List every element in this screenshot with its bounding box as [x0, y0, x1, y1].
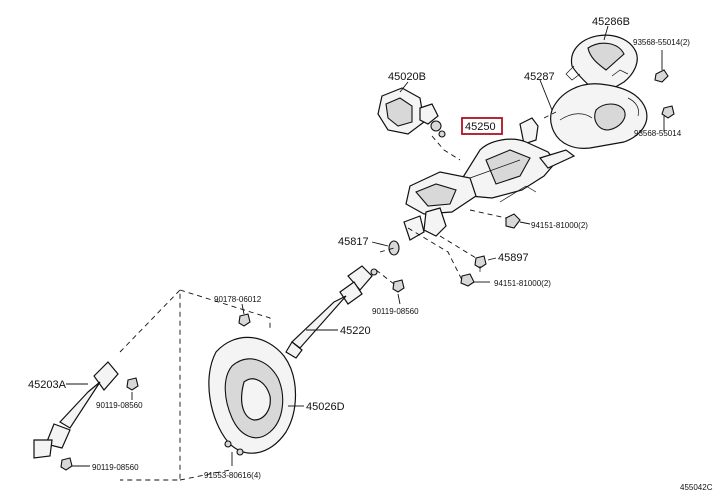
label-90119-left-upper[interactable]: 90119-08560 [96, 401, 143, 410]
lock-assembly-45020B [377, 87, 446, 138]
leader-lines [66, 25, 665, 467]
label-90119-mid[interactable]: 90119-08560 [372, 307, 419, 316]
figure-code: 455042C [680, 483, 713, 492]
steering-column-45250 [403, 117, 576, 241]
bushing-45817 [388, 240, 400, 256]
bolt-90119-left-lower [60, 457, 73, 471]
label-45250[interactable]: 45250 [465, 121, 496, 133]
bolt-90119-mid [392, 279, 405, 293]
bolt-45897 [474, 255, 487, 272]
label-45026D[interactable]: 45026D [306, 401, 345, 413]
label-45817[interactable]: 45817 [338, 236, 369, 248]
label-45220[interactable]: 45220 [340, 325, 371, 337]
upper-column-cover [565, 34, 638, 97]
intermediate-shaft-45220 [285, 265, 378, 359]
screw-93568-upper [654, 69, 669, 83]
label-93568-upper[interactable]: 93568-55014(2) [633, 38, 690, 47]
label-94151-lower[interactable]: 94151-81000(2) [494, 279, 551, 288]
label-45286B[interactable]: 45286B [592, 16, 630, 28]
assembly-lines [119, 111, 557, 481]
sliding-yoke-45203A [33, 361, 119, 459]
highlight-box-45250 [461, 117, 503, 135]
bolt-94151-upper [505, 213, 521, 229]
label-94151-upper[interactable]: 94151-81000(2) [531, 221, 588, 230]
part-labels: 45286B 93568-55014(2) 45287 93568-55014 … [28, 16, 713, 492]
label-45897[interactable]: 45897 [498, 252, 529, 264]
label-45203A[interactable]: 45203A [28, 379, 67, 391]
label-93568-lower[interactable]: 93568-55014 [634, 129, 682, 138]
label-45287[interactable]: 45287 [524, 71, 555, 83]
label-90178[interactable]: 90178-06012 [214, 295, 262, 304]
bolt-90119-left-upper [126, 377, 139, 391]
label-90119-left-lower[interactable]: 90119-08560 [92, 463, 139, 472]
lower-column-cover [550, 83, 648, 149]
label-45020B[interactable]: 45020B [388, 71, 426, 83]
hole-cover-45026D [208, 336, 297, 456]
screw-93568-lower [661, 105, 675, 119]
label-91553[interactable]: 91553-80616(4) [204, 471, 261, 480]
bolt-94151-lower [460, 273, 475, 287]
bolt-90178 [238, 313, 251, 327]
